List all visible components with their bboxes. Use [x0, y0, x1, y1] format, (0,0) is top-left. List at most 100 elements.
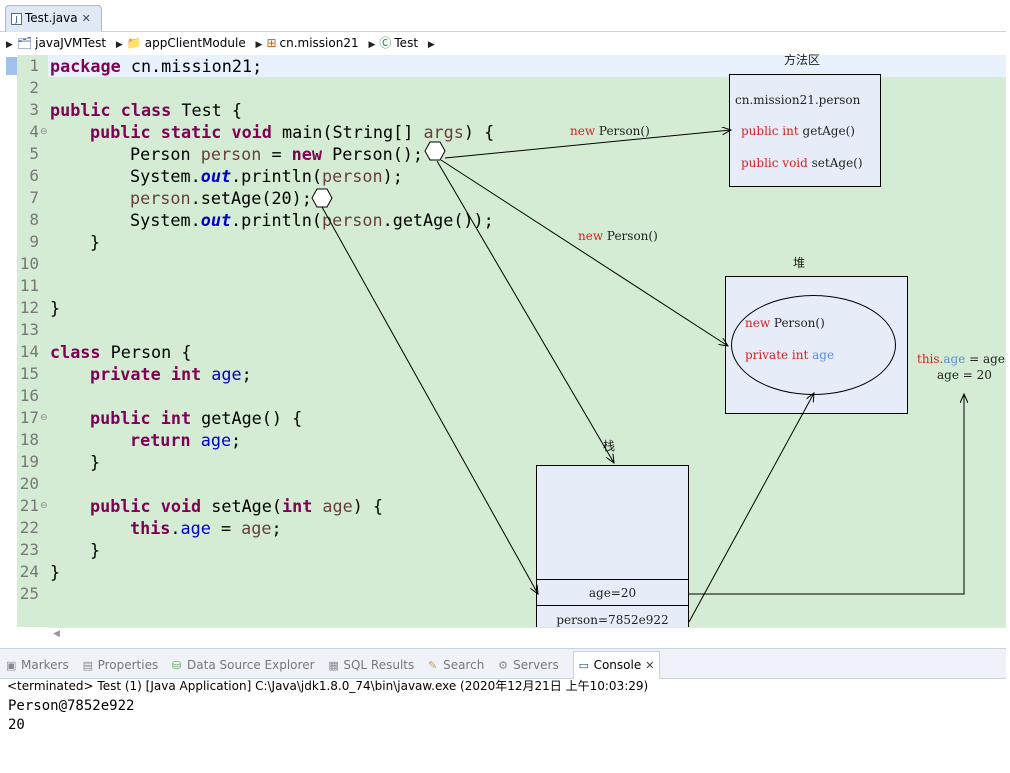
scroll-left-icon[interactable]: ◀ — [53, 629, 60, 639]
method-area-getage: public int getAge() — [741, 124, 855, 138]
line-number: 17 — [19, 408, 39, 427]
properties-icon: ▤ — [82, 659, 93, 672]
code-line: public void setAge(int age) { — [90, 496, 384, 516]
chevron-right-icon[interactable]: ▶ — [368, 40, 376, 50]
code-line: class Person { — [50, 342, 192, 362]
servers-icon: ⚙ — [498, 659, 509, 672]
fold-icon[interactable]: ⊖ — [40, 127, 48, 137]
panel-tab-bar: ▣Markers ▤Properties ⛁Data Source Explor… — [0, 648, 1006, 679]
code-line: public static void main(String[] args) { — [90, 122, 495, 142]
code-line: } — [90, 232, 101, 252]
chevron-right-icon[interactable]: ▶ — [6, 40, 13, 50]
fold-icon[interactable]: ⊖ — [40, 501, 48, 511]
line-number: 19 — [19, 452, 39, 471]
tab-servers[interactable]: ⚙Servers — [498, 651, 559, 680]
line-number: 13 — [19, 320, 39, 339]
breadcrumb-package[interactable]: cn.mission21 — [279, 36, 359, 50]
line-number: 20 — [19, 474, 39, 493]
line-number: 1 — [29, 56, 39, 75]
close-icon[interactable]: ✕ — [645, 659, 655, 672]
tab-console[interactable]: ▭Console✕ — [572, 651, 661, 679]
code-line: package cn.mission21; — [50, 56, 263, 76]
line-number: 2 — [29, 78, 39, 97]
tab-sql-results[interactable]: ▦SQL Results — [328, 651, 414, 680]
chevron-right-icon[interactable]: ▶ — [255, 40, 263, 50]
heap-new-person: new Person() — [745, 316, 825, 330]
close-icon[interactable]: ✕ — [81, 12, 91, 25]
line-number: 3 — [29, 100, 39, 119]
sql-results-icon: ▦ — [328, 659, 339, 672]
tab-properties[interactable]: ▤Properties — [83, 651, 159, 680]
overview-ruler — [4, 55, 17, 627]
code-line: } — [90, 540, 101, 560]
stack-frame-age: age=20 — [537, 579, 688, 605]
arrow-to-heap — [440, 159, 728, 346]
breadcrumb-source-folder[interactable]: appClientModule — [144, 36, 246, 50]
line-number: 5 — [29, 144, 39, 163]
tab-title: Test.java — [25, 11, 78, 25]
console-line: 20 — [8, 717, 25, 733]
arrow-label-new-person: new Person() — [570, 124, 650, 138]
fold-icon[interactable]: ⊖ — [40, 413, 48, 423]
setage-note-line2: age = 20 — [937, 368, 992, 382]
code-line: System.out.println(person); — [130, 166, 403, 186]
source-folder-icon: 📁 — [126, 36, 142, 50]
current-line-marker — [6, 57, 17, 75]
diagram-arrows — [311, 0, 1010, 623]
console-line: Person@7852e922 — [8, 698, 135, 714]
code-line: } — [90, 452, 101, 472]
class-icon: Ⓒ — [379, 36, 392, 50]
line-number: 16 — [19, 386, 39, 405]
breadcrumb-class[interactable]: Test — [394, 36, 419, 50]
console-icon: ▭ — [578, 659, 589, 672]
line-number: 11 — [19, 276, 39, 295]
tab-markers[interactable]: ▣Markers — [6, 651, 69, 680]
stack-frame-person: person=7852e922 — [537, 605, 688, 634]
breadcrumb-project[interactable]: javaJVMTest — [35, 36, 107, 50]
current-line-highlight — [48, 55, 1006, 77]
chevron-right-icon[interactable]: ▶ — [427, 40, 435, 50]
method-area-class-name: cn.mission21.person — [735, 93, 861, 107]
code-line: private int age; — [90, 364, 252, 384]
heap-title: 堆 — [793, 256, 806, 270]
line-number: 7 — [29, 188, 39, 207]
tab-data-source-explorer[interactable]: ⛁Data Source Explorer — [172, 651, 314, 680]
tab-search[interactable]: ✎Search — [428, 651, 484, 680]
anchor-hexagon — [311, 188, 333, 208]
line-number: 15 — [19, 364, 39, 383]
arrow-to-method-area — [444, 130, 731, 159]
code-line: person.setAge(20); — [130, 188, 312, 208]
arrow-label-new-person-heap: new Person() — [578, 229, 658, 243]
horizontal-scrollbar[interactable] — [48, 627, 1006, 642]
line-number: 23 — [19, 540, 39, 559]
line-number: 25 — [19, 584, 39, 603]
code-line: public int getAge() { — [90, 408, 303, 428]
code-line: public class Test { — [50, 100, 242, 120]
line-number: 14 — [19, 342, 39, 361]
method-area-box: cn.mission21.person public int getAge() … — [729, 74, 881, 187]
anchor-hexagon — [424, 141, 446, 161]
line-number: 18 — [19, 430, 39, 449]
line-number: 21 — [19, 496, 39, 515]
line-number-gutter — [17, 55, 47, 627]
line-number: 6 — [29, 166, 39, 185]
code-line: } — [50, 562, 61, 582]
project-icon: 🗂 — [16, 36, 33, 50]
line-number: 12 — [19, 298, 39, 317]
console-output[interactable]: Person@7852e922 20 — [8, 697, 134, 735]
chevron-right-icon[interactable]: ▶ — [115, 40, 123, 50]
search-icon: ✎ — [428, 659, 438, 672]
method-area-setage: public void setAge() — [741, 156, 863, 170]
stack-age-value: age=20 — [588, 586, 637, 600]
code-line: return age; — [130, 430, 242, 450]
code-line: } — [50, 298, 61, 318]
code-line: this.age = age; — [130, 518, 282, 538]
package-icon: ⊞ — [266, 36, 277, 50]
markers-icon: ▣ — [6, 659, 17, 672]
breadcrumb: ▶🗂javaJVMTest ▶📁appClientModule ▶⊞cn.mis… — [0, 32, 1006, 54]
stack-person-value: person=7852e922 — [556, 613, 669, 627]
line-number: 4 — [29, 122, 39, 141]
method-area-title: 方法区 — [784, 53, 821, 67]
